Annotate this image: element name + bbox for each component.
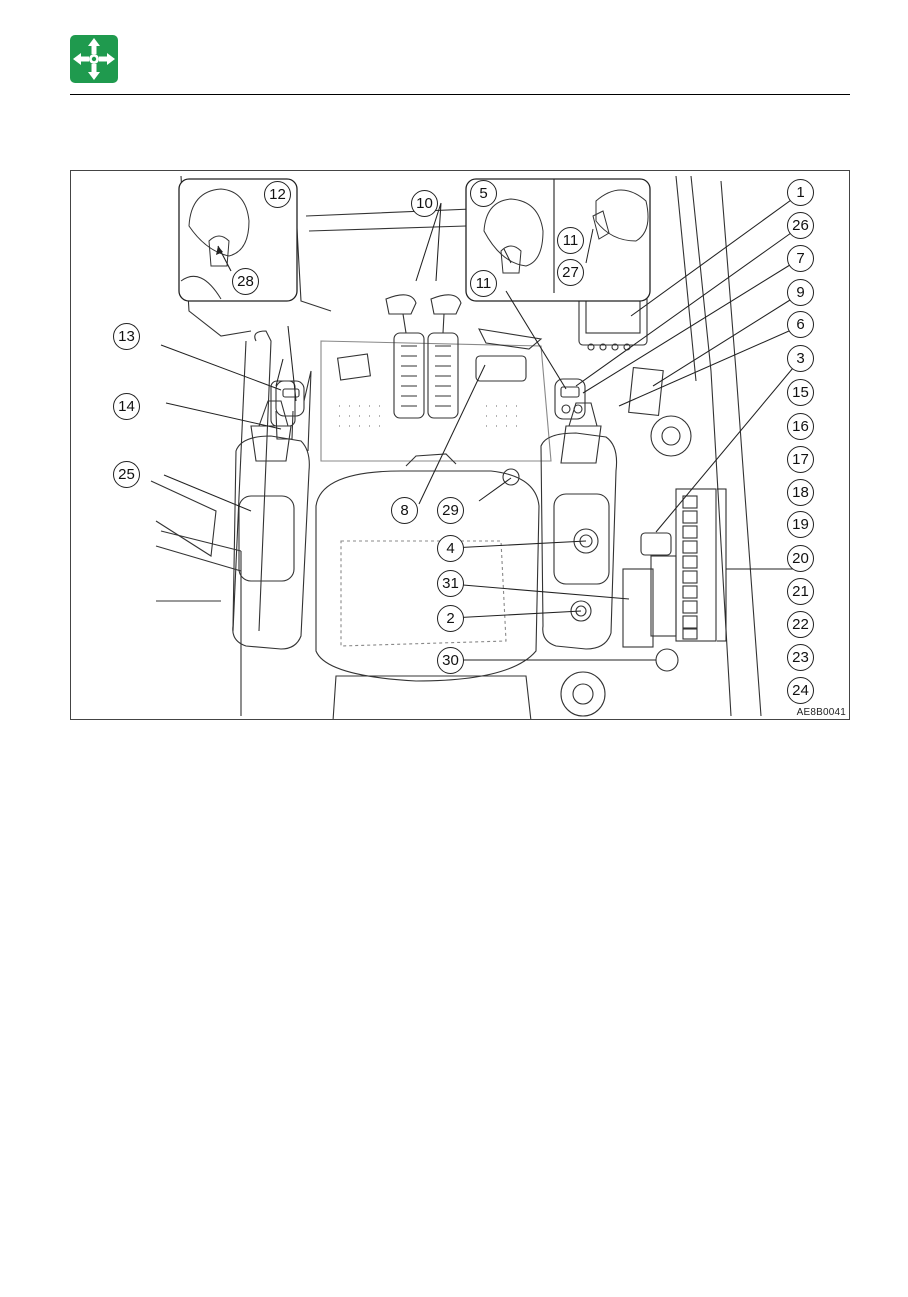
callout-31: 31 — [437, 570, 464, 597]
callout-20: 20 — [787, 545, 814, 572]
callout-18: 18 — [787, 479, 814, 506]
callout-26: 26 — [787, 212, 814, 239]
callout-11b: 11 — [557, 227, 584, 254]
figure-code: AE8B0041 — [796, 707, 846, 718]
callout-11a: 11 — [470, 270, 497, 297]
callout-19: 19 — [787, 511, 814, 538]
move-arrows-icon — [70, 35, 118, 83]
header-rule — [70, 94, 850, 95]
callout-14: 14 — [113, 393, 140, 420]
cab-controls-figure: 1 26 7 9 6 3 15 16 17 18 19 20 21 22 23 … — [70, 170, 850, 720]
callout-24: 24 — [787, 677, 814, 704]
callout-28: 28 — [232, 268, 259, 295]
cab-illustration — [150, 175, 799, 719]
callout-12: 12 — [264, 181, 291, 208]
callout-10: 10 — [411, 190, 438, 217]
callout-25: 25 — [113, 461, 140, 488]
callout-13: 13 — [113, 323, 140, 350]
callout-4: 4 — [437, 535, 464, 562]
callout-6: 6 — [787, 311, 814, 338]
callout-8: 8 — [391, 497, 418, 524]
callout-17: 17 — [787, 446, 814, 473]
callout-22: 22 — [787, 611, 814, 638]
callout-7: 7 — [787, 245, 814, 272]
callout-3: 3 — [787, 345, 814, 372]
callout-1: 1 — [787, 179, 814, 206]
callout-23: 23 — [787, 644, 814, 671]
callout-30: 30 — [437, 647, 464, 674]
callout-5: 5 — [470, 180, 497, 207]
callout-16: 16 — [787, 413, 814, 440]
callout-9: 9 — [787, 279, 814, 306]
callout-15: 15 — [787, 379, 814, 406]
callout-27: 27 — [557, 259, 584, 286]
callout-29: 29 — [437, 497, 464, 524]
callout-21: 21 — [787, 578, 814, 605]
callout-2: 2 — [437, 605, 464, 632]
